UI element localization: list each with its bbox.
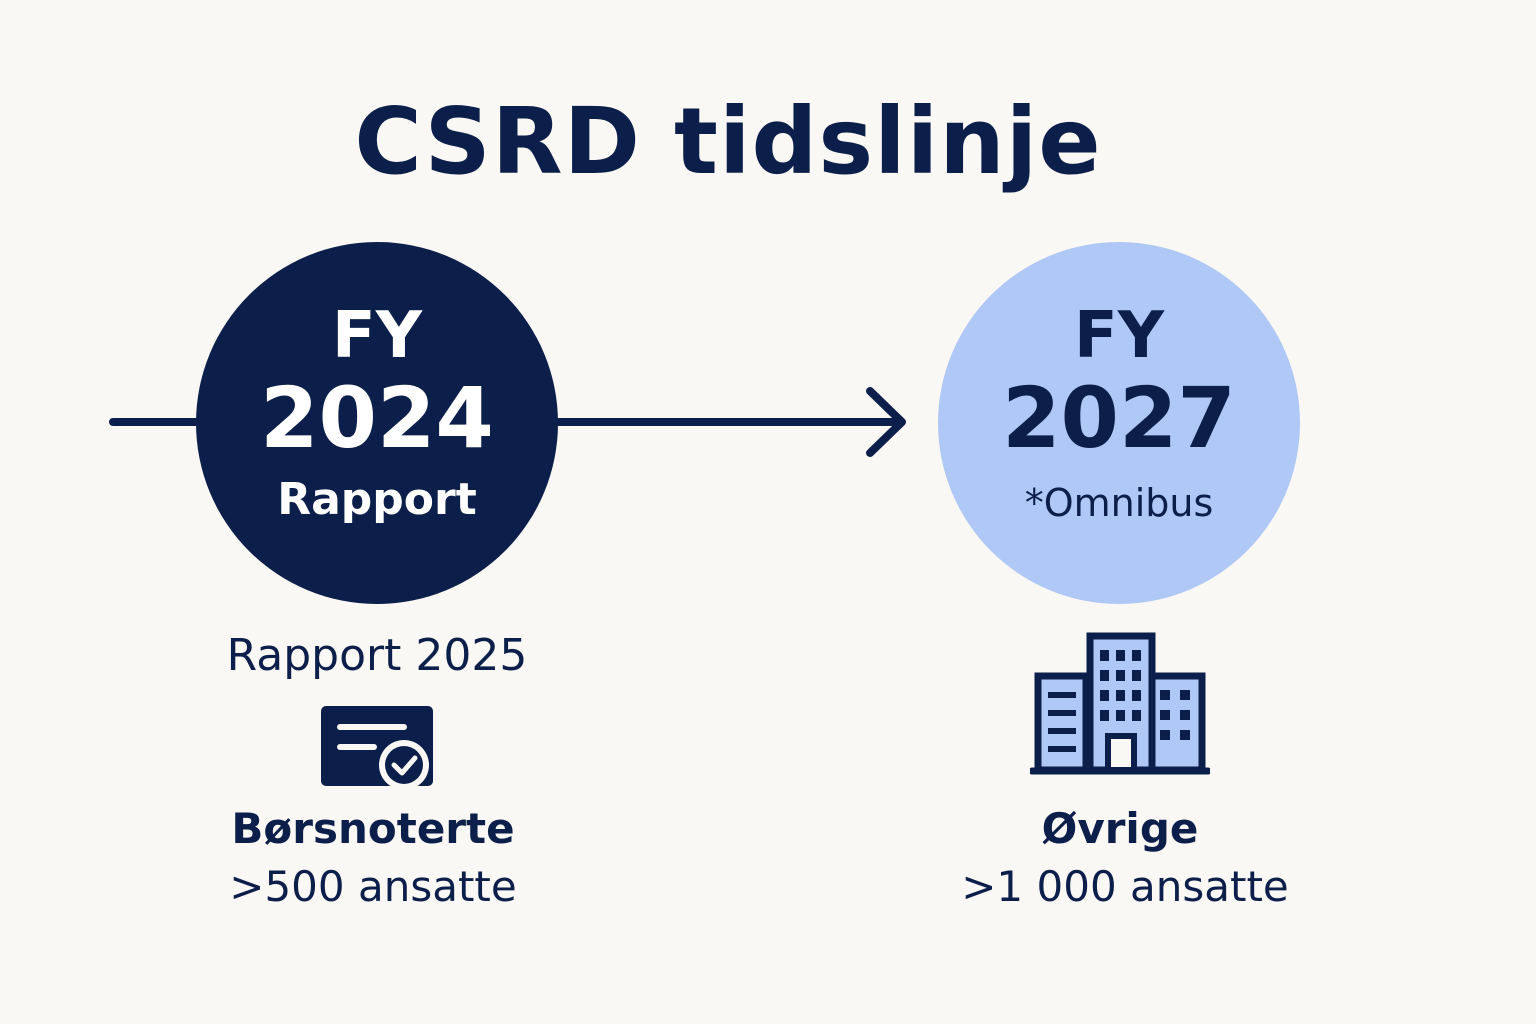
milestone-fy-label: FY [1073,299,1165,373]
milestone-subtitle: Rapport [277,474,477,525]
group-size: >500 ansatte [229,862,517,911]
report-year-label: Rapport 2025 [226,630,528,681]
group-name: Børsnoterte [231,804,515,853]
milestone-circle-fy2027: FY 2027 *Omnibus [938,242,1300,604]
milestone-circle-fy2024: FY 2024 Rapport [196,242,558,604]
milestone-year: 2027 [1002,369,1236,467]
milestone-year: 2024 [260,369,494,467]
office-buildings-icon [1030,632,1210,775]
group-size: >1 000 ansatte [961,862,1289,911]
group-name: Øvrige [1041,804,1199,853]
milestone-subtitle: *Omnibus [1024,481,1214,525]
certificate-check-icon [321,706,433,790]
milestone-fy-label: FY [331,299,423,373]
page-title: CSRD tidslinje [354,88,1102,195]
